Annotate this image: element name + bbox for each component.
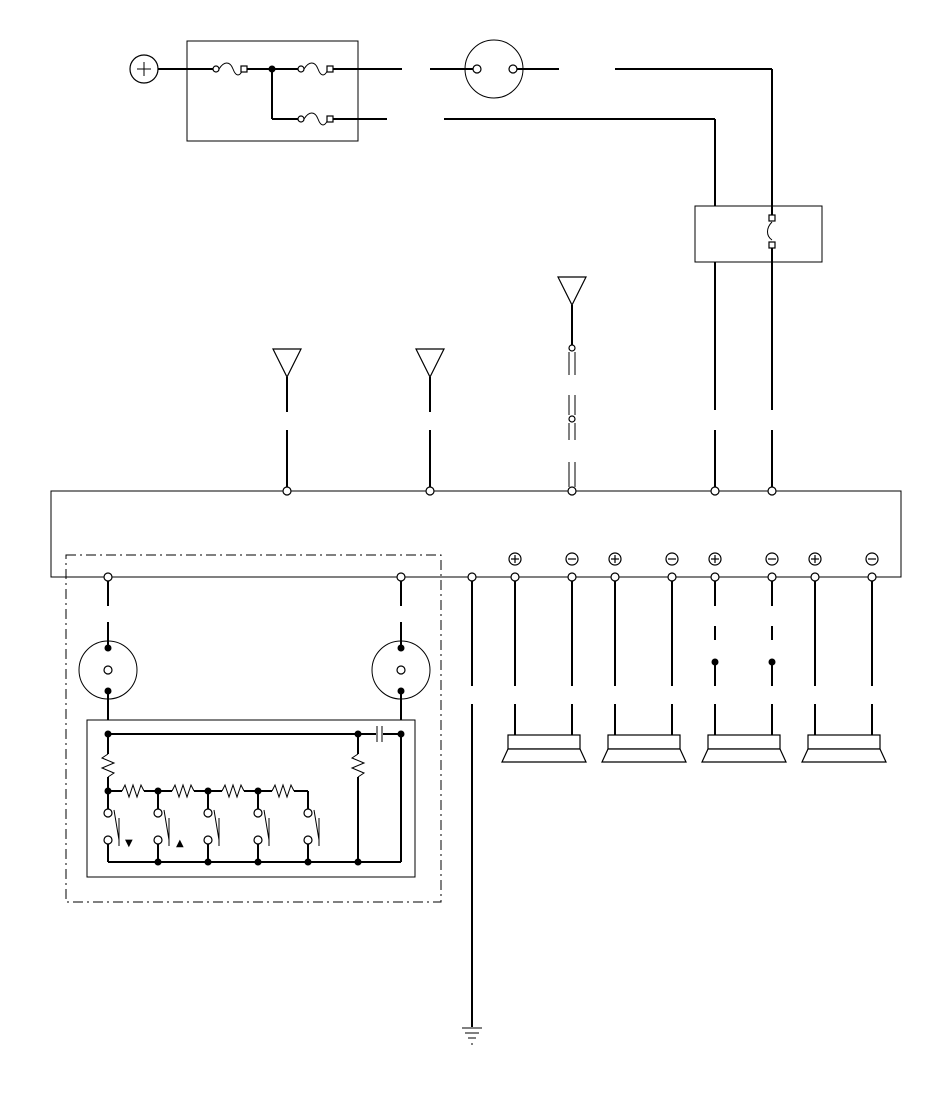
relay-box (694, 69, 823, 263)
speaker-1 (501, 704, 587, 763)
connector-right (371, 581, 431, 734)
speaker-wires (514, 581, 873, 686)
speaker-2 (601, 704, 687, 763)
steering-area-boundary (65, 554, 442, 903)
fuse-box (158, 40, 402, 142)
positive-sign-icon (608, 552, 622, 566)
steering-wheel-audio-switch: ▼ ▲ (86, 719, 416, 878)
ground (462, 581, 482, 1045)
power-wires (444, 68, 773, 487)
volume-down-arrow-icon: ▼ (125, 838, 133, 849)
volume-up-arrow-icon: ▲ (176, 838, 184, 849)
negative-sign-icon (865, 552, 879, 566)
battery-positive (129, 54, 159, 84)
terminal-markers (508, 552, 879, 566)
antenna-1 (272, 348, 302, 487)
speaker-3 (701, 704, 787, 763)
ignition-switch (430, 39, 559, 99)
speaker-4 (801, 704, 887, 763)
negative-sign-icon (665, 552, 679, 566)
positive-sign-icon (508, 552, 522, 566)
negative-sign-icon (565, 552, 579, 566)
positive-sign-icon (708, 552, 722, 566)
antenna-3 (557, 276, 587, 487)
positive-sign-icon (808, 552, 822, 566)
audio-unit (50, 486, 902, 582)
connector-left (78, 581, 138, 734)
antenna-2 (415, 348, 445, 487)
negative-sign-icon (765, 552, 779, 566)
